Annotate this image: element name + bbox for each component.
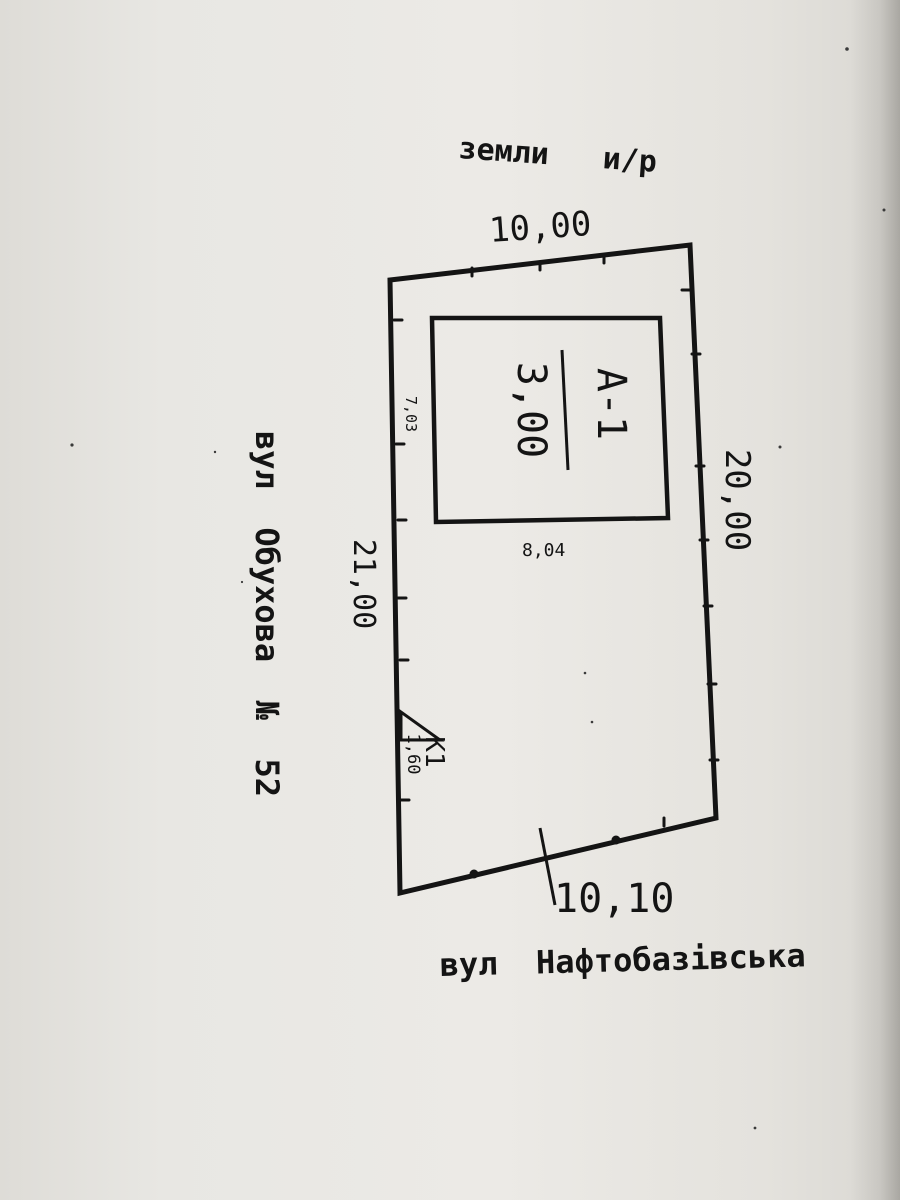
building-name: А-1 (588, 368, 634, 440)
scan-specks (70, 47, 886, 1130)
boundary-dot-2 (611, 835, 621, 845)
top-side-length: 10,00 (488, 204, 593, 251)
bottom-side-length: 10,10 (554, 876, 674, 922)
building-height: 3,00 (508, 362, 554, 458)
page-edge-shadow (850, 0, 900, 1200)
building-width: 8,04 (522, 540, 565, 561)
building-a1-outline (429, 315, 671, 525)
left-side-length: 21,00 (346, 539, 381, 629)
top-neighbor-label: земли и/р (457, 131, 658, 180)
entrance-name: К1 (419, 736, 449, 767)
building-depth: 7,03 (402, 396, 420, 432)
plot-boundary (387, 242, 719, 897)
boundary-dot-1 (469, 869, 479, 879)
bottom-street-label: вул Нафтобазівська (439, 936, 806, 984)
right-side-length: 20,00 (717, 449, 757, 551)
building-fraction-line (560, 349, 570, 471)
entrance-size: 1,60 (403, 734, 423, 775)
left-street-label: вул Обухова № 52 (248, 431, 286, 797)
entrance-k1-shape (399, 709, 445, 742)
gate-mark (538, 827, 557, 906)
boundary-tick-marks (392, 253, 720, 828)
